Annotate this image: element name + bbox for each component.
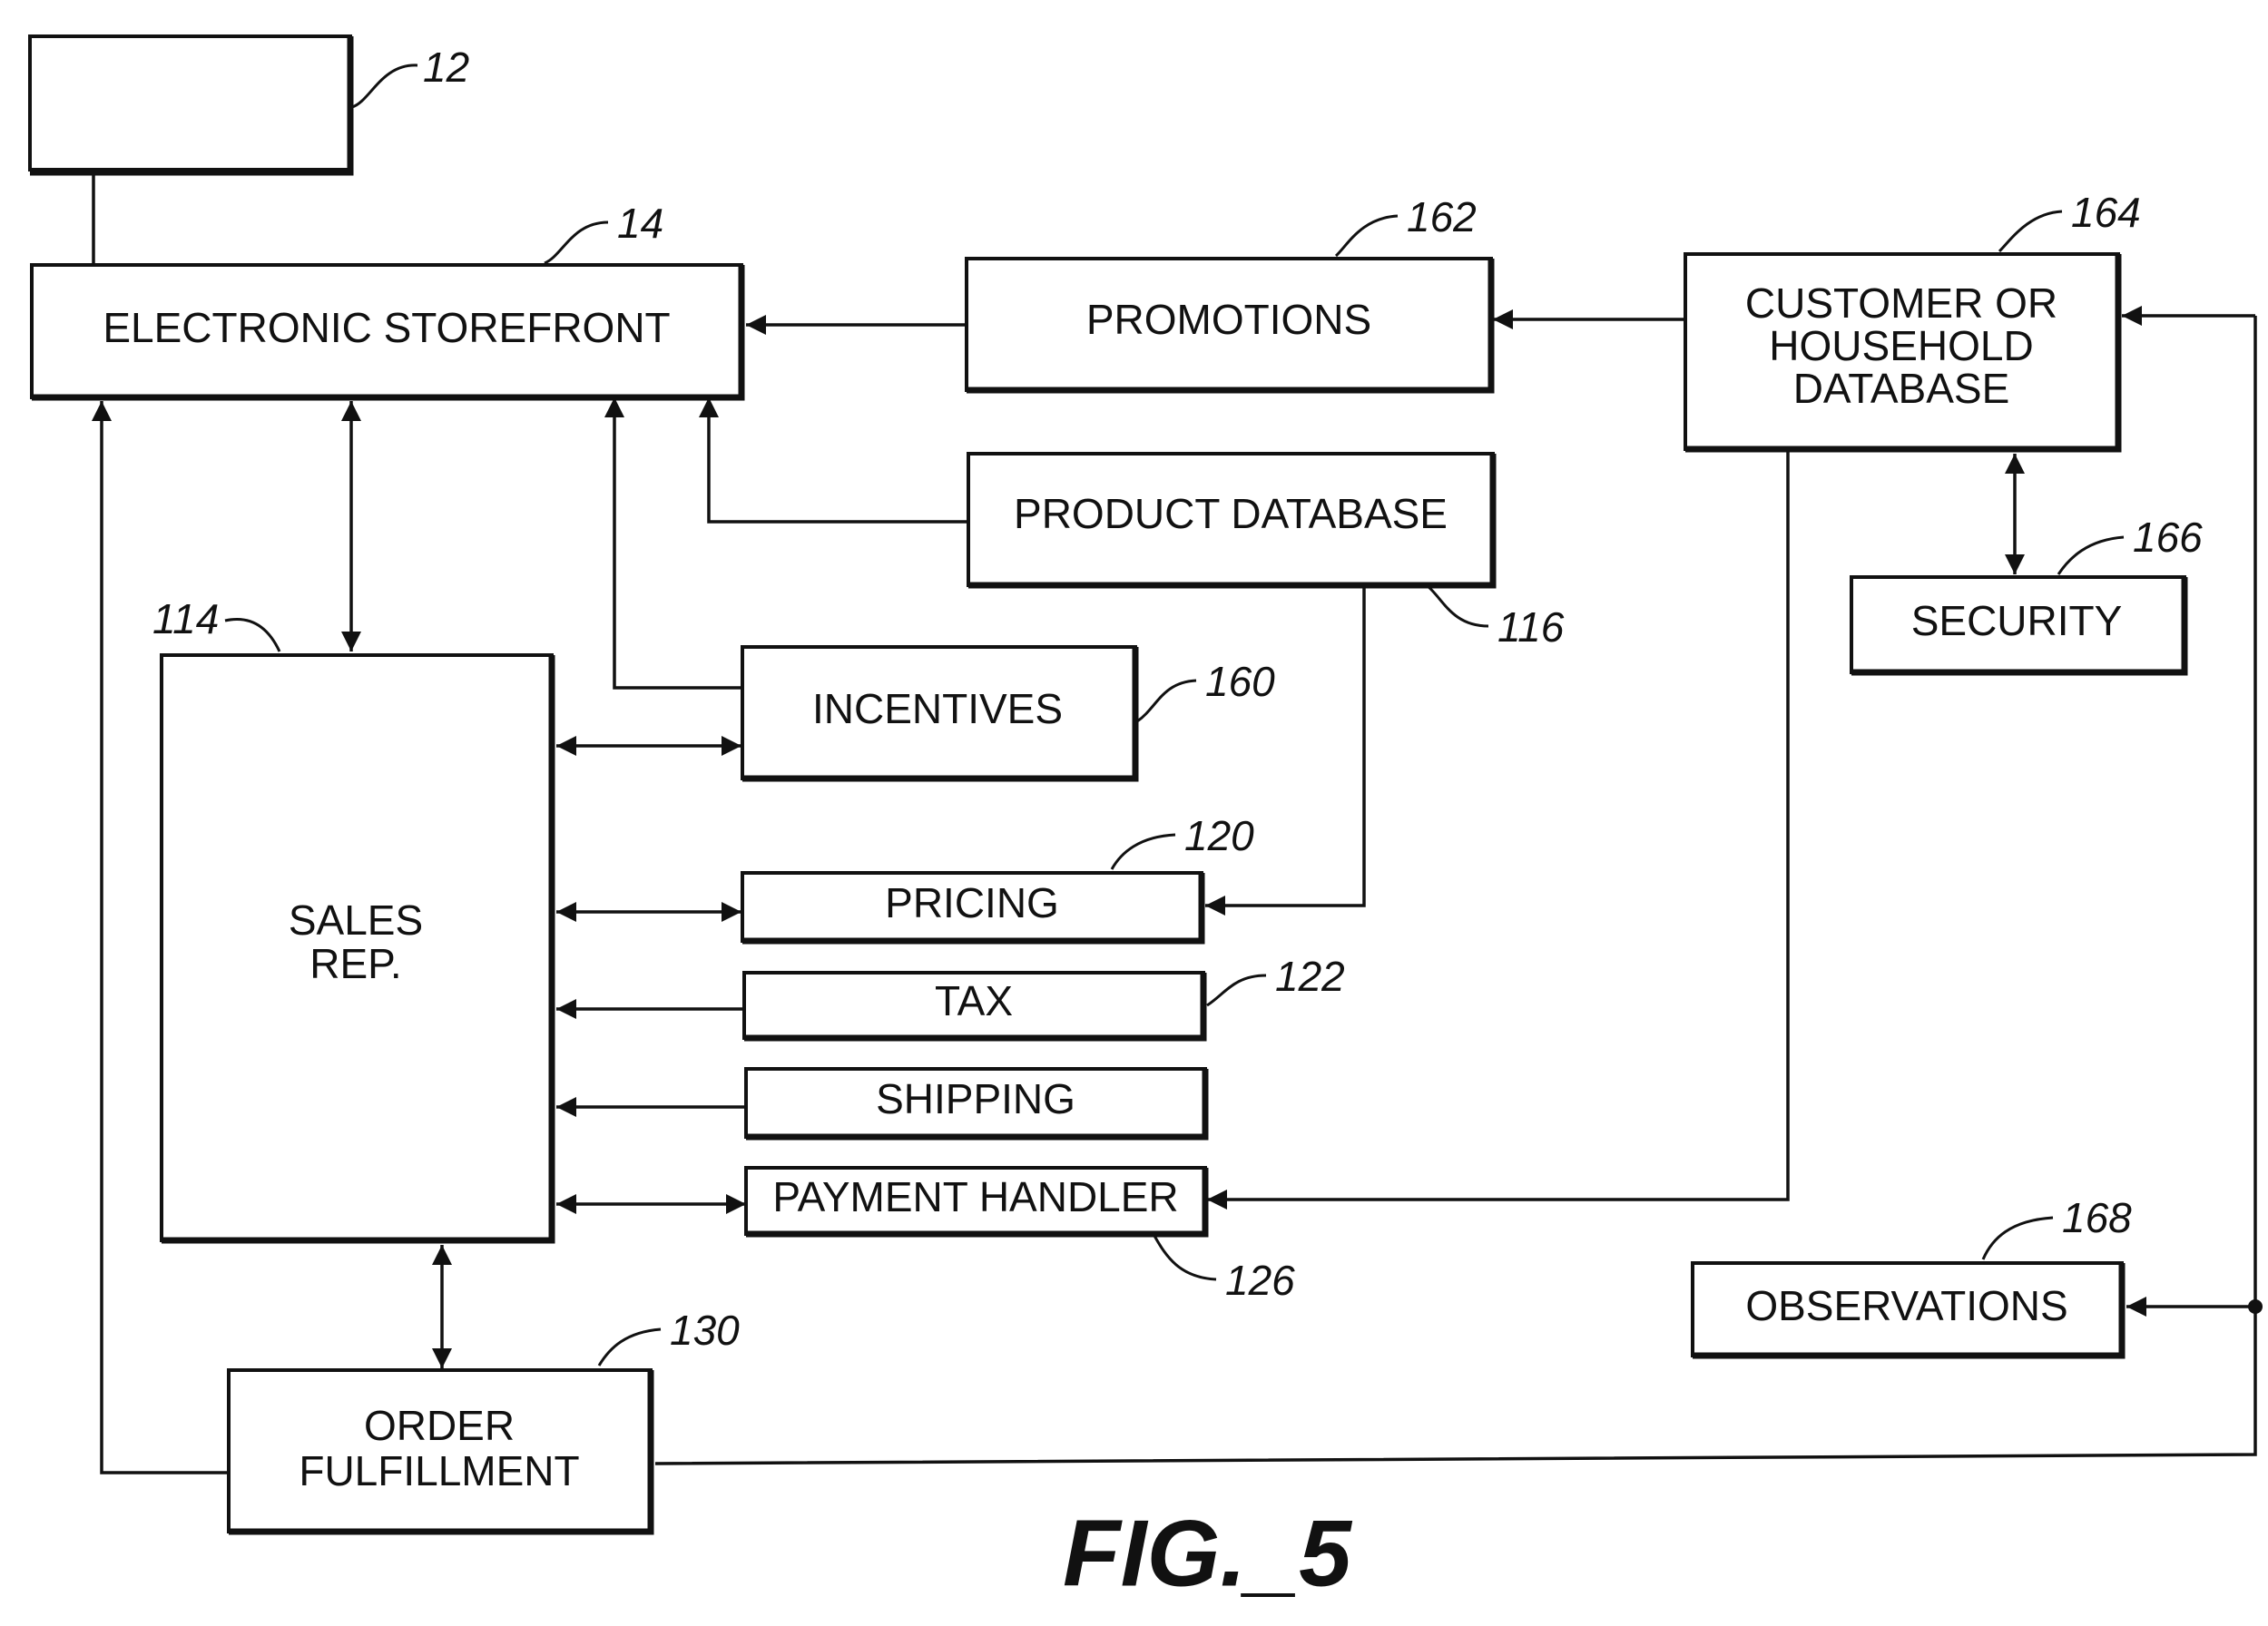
sales-rep-label-line1: SALES	[289, 896, 423, 944]
payment-handler-label: PAYMENT HANDLER	[772, 1173, 1178, 1220]
box-customer-household-database: CUSTOMER OR HOUSEHOLD DATABASE	[1684, 252, 2122, 453]
ref-122: 122	[1275, 953, 1345, 1000]
ref-114: 114	[152, 595, 219, 642]
line-fulfillment-right-bus	[654, 316, 2257, 1465]
arrow-productdb-to-pricing	[1205, 585, 1366, 916]
leader-168	[1981, 1216, 2054, 1260]
leader-166	[2057, 535, 2125, 575]
box-sales-rep: SALES REP.	[160, 653, 555, 1244]
junction-dot	[2248, 1299, 2263, 1314]
arrow-customerdb-to-payment	[1207, 452, 1790, 1210]
box-observations: OBSERVATIONS	[1691, 1261, 2126, 1359]
order-fulfillment-label-line1: ORDER	[364, 1402, 515, 1449]
reference-numerals: 12 14 162 164 116 166 114 160 120 122 12…	[152, 44, 2203, 1366]
product-db-label: PRODUCT DATABASE	[1014, 490, 1448, 537]
storefront-label: ELECTRONIC STOREFRONT	[103, 304, 670, 351]
figure-label: FIG._5	[1063, 1501, 1353, 1606]
leader-114	[224, 618, 281, 652]
leader-160	[1136, 679, 1197, 723]
box-product-database: PRODUCT DATABASE	[967, 452, 1497, 589]
leader-164	[1998, 210, 2063, 253]
ref-116: 116	[1497, 603, 1565, 651]
customer-db-label-line2: HOUSEHOLD	[1769, 322, 2033, 369]
customer-db-label-line1: CUSTOMER OR	[1745, 279, 2057, 327]
leader-14	[544, 220, 609, 265]
leader-116	[1427, 584, 1489, 628]
leader-12	[351, 64, 418, 109]
leader-130	[597, 1327, 662, 1366]
ref-166: 166	[2133, 514, 2203, 561]
ref-14: 14	[617, 200, 663, 247]
ref-168: 168	[2062, 1194, 2132, 1241]
arrow-incentives-to-storefront	[604, 397, 741, 690]
ref-130: 130	[670, 1307, 740, 1354]
leader-126	[1153, 1235, 1217, 1281]
connectors	[92, 172, 2263, 1474]
ref-126: 126	[1225, 1257, 1295, 1304]
box-incentives: INCENTIVES	[741, 645, 1139, 782]
shipping-label: SHIPPING	[876, 1075, 1075, 1122]
box-electronic-storefront: ELECTRONIC STOREFRONT	[30, 263, 745, 401]
box-tax: TAX	[742, 971, 1207, 1042]
leader-120	[1110, 833, 1176, 870]
tax-label: TAX	[935, 977, 1013, 1024]
ref-160: 160	[1205, 658, 1275, 705]
box-payment-handler: PAYMENT HANDLER	[744, 1166, 1209, 1238]
order-fulfillment-label-line2: FULFILLMENT	[299, 1447, 579, 1494]
arrow-fulfillment-to-storefront	[92, 401, 229, 1474]
security-label: SECURITY	[1911, 597, 2123, 644]
box-order-fulfillment: ORDER FULFILLMENT	[227, 1368, 654, 1535]
box-pricing: PRICING	[741, 871, 1205, 945]
box-terminal	[28, 34, 354, 176]
box-security: SECURITY	[1850, 575, 2188, 676]
leader-122	[1206, 974, 1267, 1007]
sales-rep-label-line2: REP.	[309, 940, 401, 987]
customer-db-label-line3: DATABASE	[1793, 365, 2010, 412]
observations-label: OBSERVATIONS	[1745, 1282, 2067, 1329]
incentives-label: INCENTIVES	[812, 685, 1063, 732]
ref-162: 162	[1407, 193, 1477, 240]
box-promotions: PROMOTIONS	[965, 257, 1495, 394]
ref-120: 120	[1184, 812, 1254, 859]
box-shipping: SHIPPING	[744, 1067, 1209, 1141]
leader-162	[1334, 214, 1399, 258]
pricing-label: PRICING	[885, 879, 1059, 926]
promotions-label: PROMOTIONS	[1086, 296, 1371, 343]
ref-164: 164	[2071, 189, 2141, 236]
arrow-productdb-to-storefront	[699, 397, 967, 524]
ref-12: 12	[423, 44, 469, 91]
